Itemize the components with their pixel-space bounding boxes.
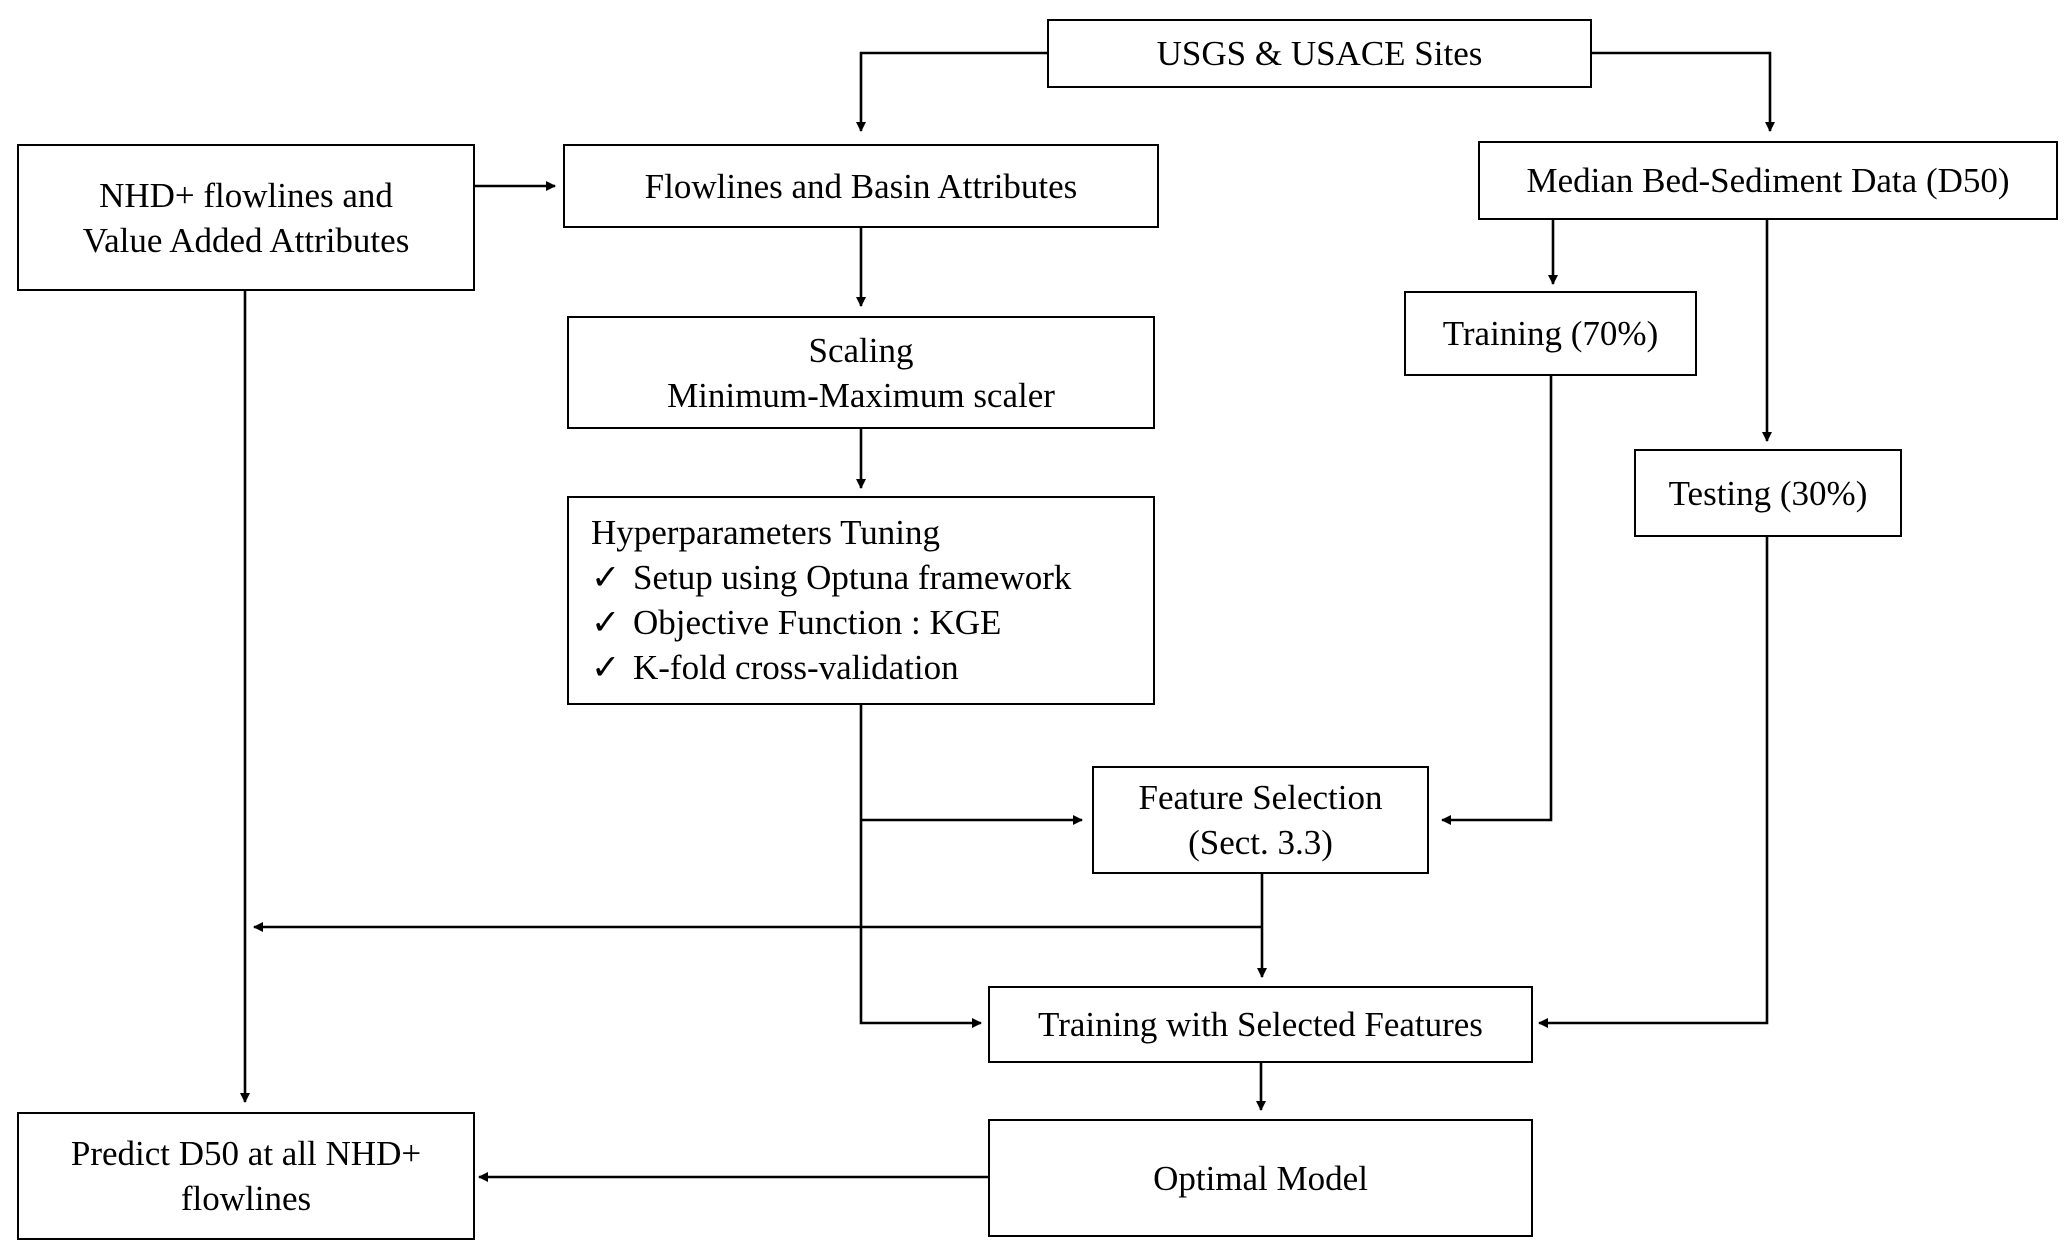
node-testing-split: Testing (30%) (1634, 449, 1902, 537)
checkmark-icon: ✓ (591, 603, 621, 642)
arrow-training-split-to-feature (1441, 376, 1553, 825)
node-title: Hyperparameters Tuning (591, 513, 940, 552)
node-training-split: Training (70%) (1404, 291, 1697, 376)
list-item-text: Setup using Optuna framework (633, 558, 1072, 597)
checkmark-icon: ✓ (591, 558, 621, 597)
node-label: Training (70%) (1442, 314, 1659, 353)
list-item: ✓ Setup using Optuna framework (591, 555, 1071, 600)
arrow-sites-to-flowlines (856, 51, 1047, 132)
node-label: Optimal Model (1153, 1158, 1368, 1198)
node-label: Testing (30%) (1668, 473, 1868, 513)
node-label: Median Bed-Sediment Data (D50) (1526, 161, 2010, 200)
node-label-line-1: NHD+ flowlines and (99, 175, 393, 215)
arrow-hyper-to-training-selected (859, 705, 982, 1028)
arrow-testing-split-to-training-selected (1538, 537, 1769, 1028)
node-median-bed-sediment: Median Bed-Sediment Data (D50) (1478, 141, 2058, 220)
node-label-line-2: (Sect. 3.3) (1188, 823, 1333, 862)
list-item-text: K-fold cross-validation (633, 648, 959, 687)
node-training-selected-features: Training with Selected Features (988, 986, 1533, 1063)
node-optimal-model: Optimal Model (988, 1119, 1533, 1237)
node-nhd-flowlines: NHD+ flowlines and Value Added Attribute… (17, 144, 475, 291)
node-usgs-usace-sites: USGS & USACE Sites (1047, 19, 1592, 88)
node-label: Training with Selected Features (1038, 1005, 1483, 1044)
node-label-line-2: Minimum-Maximum scaler (667, 375, 1055, 415)
arrow-sites-to-median (1592, 51, 1775, 132)
node-label-line-1: Scaling (808, 330, 914, 370)
node-predict-d50: Predict D50 at all NHD+ flowlines (17, 1112, 475, 1240)
node-label: Flowlines and Basin Attributes (644, 166, 1078, 206)
checkmark-icon: ✓ (591, 648, 621, 687)
node-scaling: Scaling Minimum-Maximum scaler (567, 316, 1155, 429)
node-label-line-2: flowlines (180, 1179, 312, 1218)
list-item-text: Objective Function : KGE (633, 603, 1002, 642)
node-label-line-1: Feature Selection (1138, 778, 1383, 817)
list-item: ✓ K-fold cross-validation (591, 645, 959, 690)
node-feature-selection: Feature Selection (Sect. 3.3) (1092, 766, 1429, 874)
node-flowlines-basin-attributes: Flowlines and Basin Attributes (563, 144, 1159, 228)
node-label-line-1: Predict D50 at all NHD+ (70, 1134, 422, 1173)
node-label-line-2: Value Added Attributes (82, 220, 410, 260)
node-hyperparameters-tuning: Hyperparameters Tuning ✓ Setup using Opt… (567, 496, 1155, 705)
node-label: USGS & USACE Sites (1156, 34, 1483, 73)
list-item: ✓ Objective Function : KGE (591, 600, 1001, 645)
